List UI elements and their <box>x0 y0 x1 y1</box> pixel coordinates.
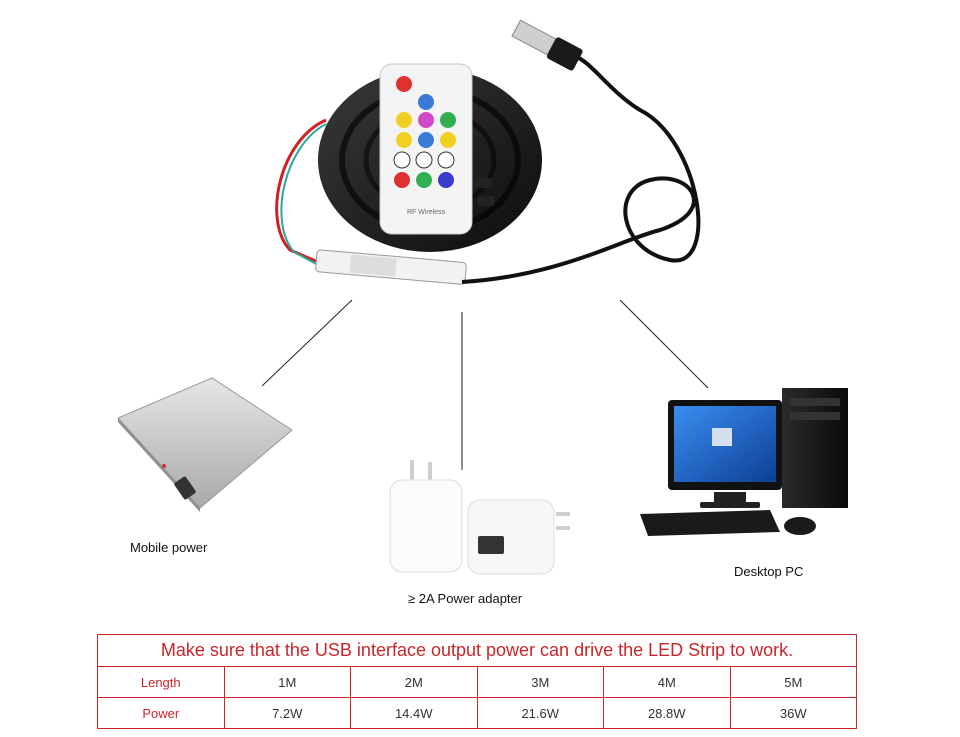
windows-logo-icon <box>712 428 732 446</box>
power-bank <box>117 377 293 512</box>
row-label: Length <box>97 666 225 698</box>
rf-remote: RF Wireless <box>379 63 473 235</box>
table-row-length: Length 1M 2M 3M 4M 5M <box>97 666 857 698</box>
product-illustration: RF Wireless <box>117 19 848 575</box>
power-spec-table: Make sure that the USB interface output … <box>97 634 857 729</box>
caption-desktop-pc: Desktop PC <box>734 564 804 579</box>
table-cell: 1M <box>223 666 351 698</box>
connector-line-pc <box>619 299 709 389</box>
table-cell: 4M <box>603 666 731 698</box>
usb-port-icon <box>174 476 196 500</box>
desktop-pc <box>640 388 848 536</box>
settings-icon <box>437 151 455 169</box>
table-cell: 14.4W <box>350 697 478 729</box>
table-cell: 28.8W <box>603 697 731 729</box>
power-adapter <box>389 460 570 575</box>
row-label: Power <box>97 697 225 729</box>
table-row-power: Power 7.2W 14.4W 21.6W 28.8W 36W <box>97 697 857 729</box>
white-mode-icon <box>415 151 433 169</box>
table-cell: 5M <box>729 666 857 698</box>
table-cell: 21.6W <box>476 697 604 729</box>
lock-icon <box>393 151 411 169</box>
remote-brand-label: RF Wireless <box>407 209 446 216</box>
table-cell: 36W <box>729 697 857 729</box>
table-note: Make sure that the USB interface output … <box>97 634 857 667</box>
strip-wires <box>275 118 327 264</box>
caption-power-adapter: ≥ 2A Power adapter <box>408 591 523 606</box>
connector-line-mobile <box>261 299 353 387</box>
usb-cable <box>461 54 701 284</box>
mouse-icon <box>784 517 816 535</box>
table-cell: 2M <box>350 666 478 698</box>
usb-plug <box>511 19 583 71</box>
rf-controller-module <box>315 249 467 285</box>
caption-mobile-power: Mobile power <box>130 540 208 555</box>
table-cell: 3M <box>476 666 604 698</box>
power-button-icon <box>396 76 412 92</box>
adapter-usb-port-icon <box>478 536 504 554</box>
table-cell: 7.2W <box>223 697 351 729</box>
